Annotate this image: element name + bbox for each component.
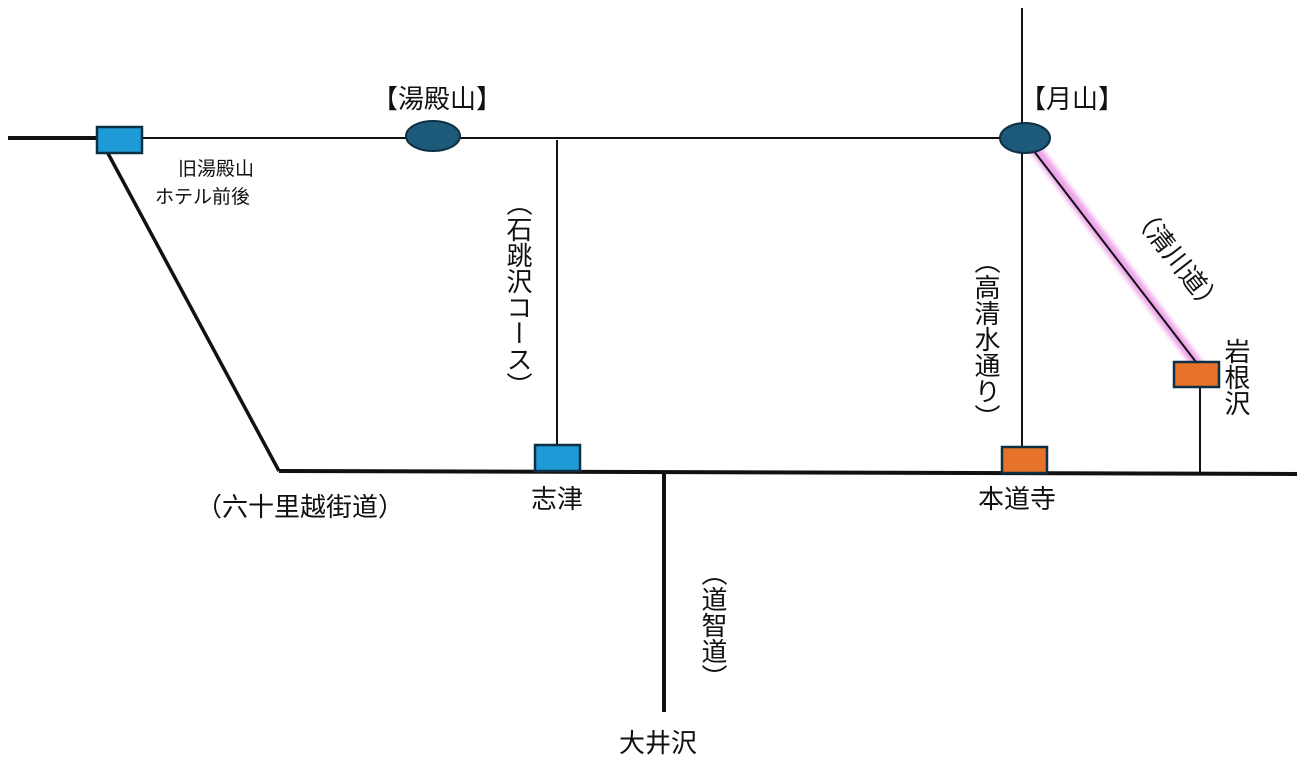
label-gassan: 【月山】 (1020, 85, 1124, 115)
gassan-peak (999, 122, 1051, 154)
label-shizu: 志津 (531, 485, 583, 515)
iwanezawa-station (1172, 360, 1221, 389)
label-old-hotel-1: 旧湯殿山 (178, 158, 254, 180)
seisen-trail (1029, 145, 1197, 363)
road-lines (8, 8, 1298, 712)
label-oisawa: 大井沢 (619, 729, 697, 758)
old-hotel-station (95, 125, 144, 155)
label-takashimizu-dori: （高清水通り） (970, 248, 1000, 430)
highlighted-routes (1016, 134, 1206, 482)
rokujurigoe-road (278, 469, 1298, 476)
diagonal-road (102, 145, 281, 472)
shizu-station (533, 443, 582, 473)
yudonosan-peak (405, 120, 461, 152)
label-iwanezawa: 岩根沢 (1220, 338, 1250, 416)
label-rokujurigoe-kaido: （六十里越街道） (196, 493, 404, 523)
label-hondoji: 本道寺 (978, 485, 1056, 515)
label-seisen-michi: （清川道） (1124, 200, 1228, 321)
label-ishitobisawa-course: （石跳沢コース） (502, 190, 532, 398)
hondoji-station (1000, 445, 1049, 475)
label-dochimichi: （道智道） (697, 560, 727, 690)
label-yudonosan: 【湯殿山】 (372, 85, 502, 115)
label-old-hotel-2: ホテル前後 (155, 186, 250, 208)
